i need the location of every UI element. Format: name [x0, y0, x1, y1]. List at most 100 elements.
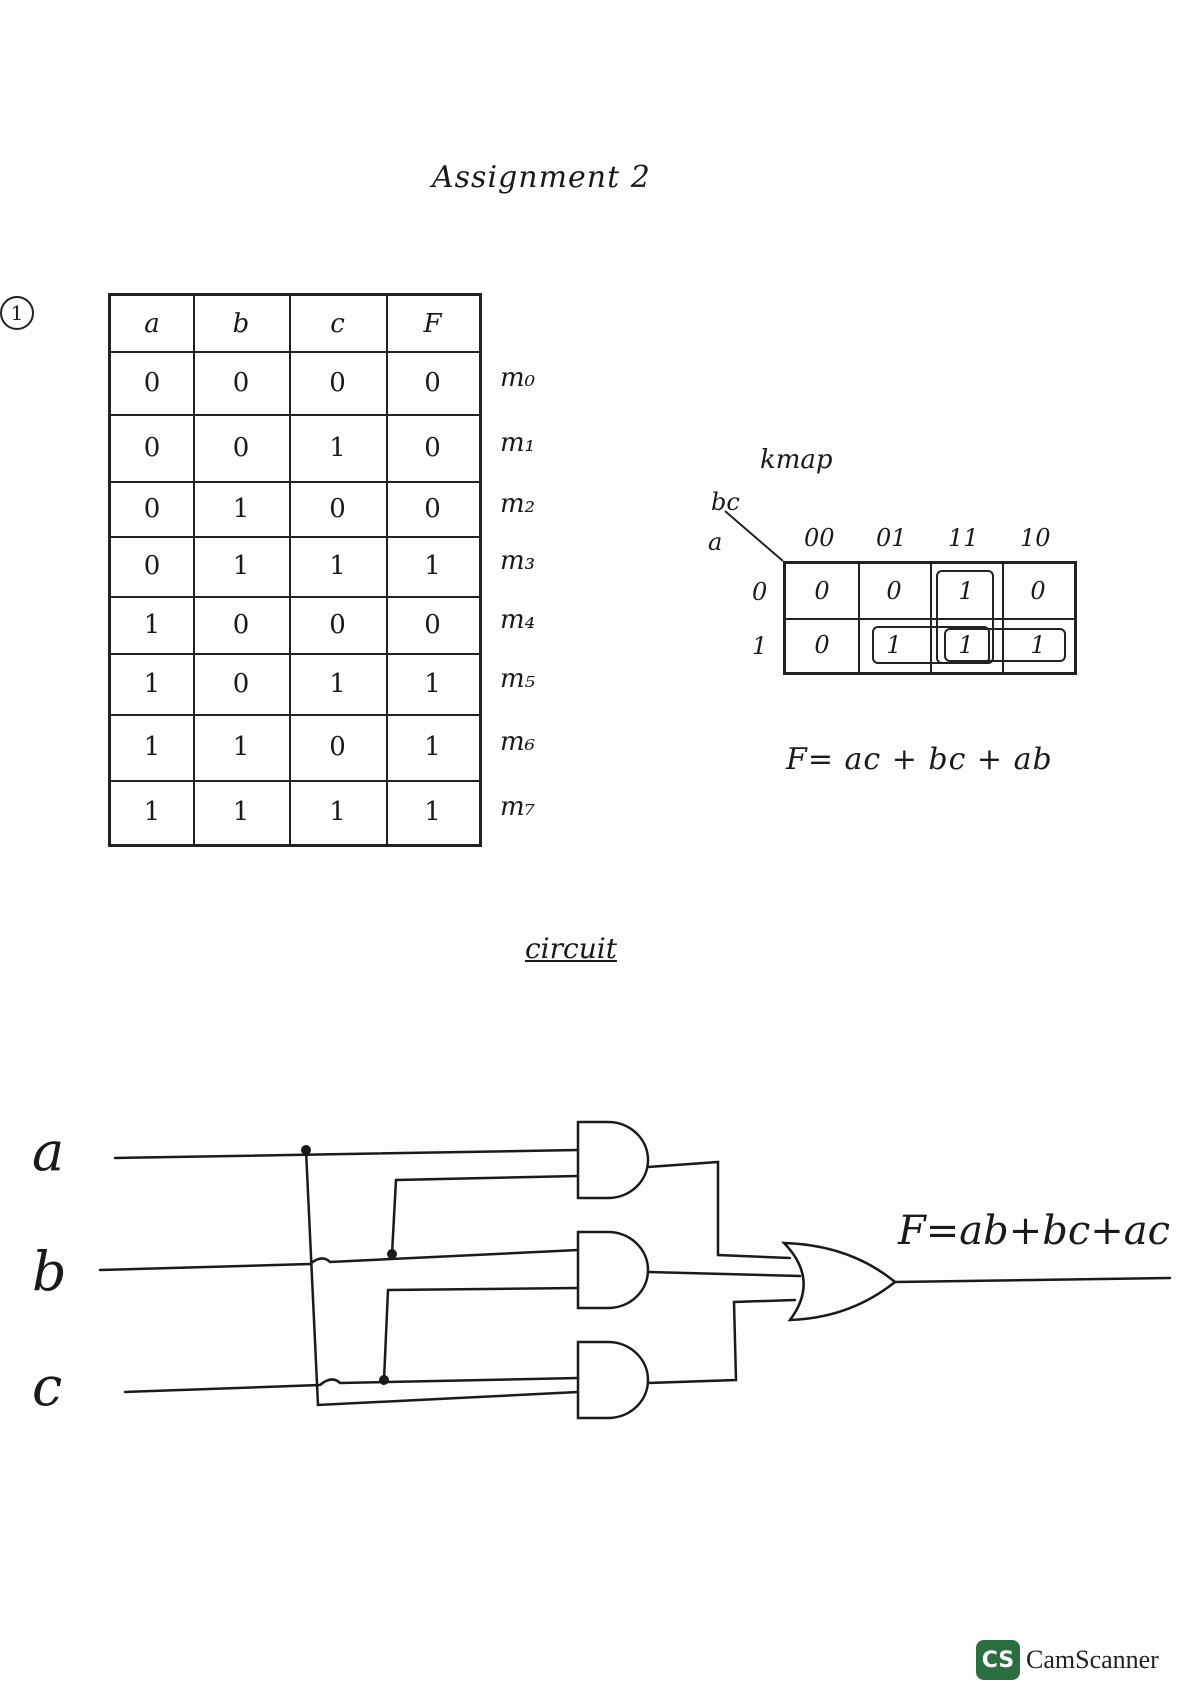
kmap-cell: 1	[958, 631, 974, 659]
table-row-divider	[111, 481, 479, 483]
camscanner-badge: CS	[976, 1640, 1020, 1680]
and1-out	[646, 1160, 792, 1260]
table-row-divider	[111, 653, 479, 655]
table-cell: 0	[143, 367, 161, 398]
table-cell: 1	[143, 668, 161, 699]
table-col-divider	[386, 296, 388, 844]
kmap-cell: 0	[814, 631, 830, 659]
branch-a	[304, 1148, 580, 1407]
kmap-row-var: a	[708, 528, 723, 556]
input-b-label: b	[32, 1240, 67, 1303]
kmap-cell: 0	[1030, 577, 1046, 605]
table-cell: 0	[329, 367, 346, 398]
and3-out	[646, 1298, 797, 1385]
and2-out	[646, 1270, 802, 1278]
table-cell: 1	[232, 797, 250, 827]
table-col-divider	[193, 296, 195, 844]
table-cell: 1	[329, 797, 346, 827]
table-cell: 1	[232, 551, 250, 581]
table-row-divider	[111, 414, 479, 416]
wire-a	[113, 1148, 580, 1160]
camscanner-logo: CS CamScanner	[976, 1640, 1159, 1680]
table-col-divider	[289, 296, 291, 844]
junction-c	[379, 1375, 389, 1385]
kmap-cell: 1	[958, 577, 974, 605]
kmap-group-loop	[944, 628, 1066, 662]
table-row-divider	[111, 714, 479, 716]
table-cell: 1	[232, 732, 250, 762]
and-gate-3	[576, 1340, 650, 1420]
table-row: 1 1 1 1	[111, 780, 479, 844]
branch-c	[382, 1286, 580, 1382]
kmap-expression: F= ac + bc + ab	[786, 742, 1053, 777]
input-a-label: a	[32, 1120, 65, 1183]
kmap-row-header: 0	[752, 578, 768, 606]
junction-b	[387, 1249, 397, 1259]
table-cell: 0	[329, 732, 346, 762]
table-header-cell: c	[330, 308, 345, 339]
table-cell: 1	[424, 551, 441, 581]
table-row-divider	[111, 780, 479, 782]
wire-b	[98, 1248, 580, 1272]
table-cell: 1	[329, 668, 346, 699]
table-cell: 0	[232, 367, 250, 398]
table-cell: 1	[143, 732, 161, 762]
kmap-title: kmap	[760, 445, 833, 475]
table-cell: 1	[424, 797, 441, 827]
minterm-label: m₇	[500, 792, 536, 822]
kmap-row-divider	[786, 618, 1074, 620]
wire-c	[123, 1376, 580, 1394]
table-cell: 0	[232, 432, 250, 463]
minterm-label: m₃	[500, 546, 536, 576]
table-cell: 0	[143, 432, 161, 463]
table-row: 1 1 0 1	[111, 714, 479, 780]
circuit-output-expression: F=ab+bc+ac	[898, 1208, 1171, 1254]
table-row-divider	[111, 351, 479, 353]
table-cell: 1	[143, 797, 161, 827]
table-header-cell: a	[144, 308, 160, 339]
circuit-title: circuit	[525, 932, 617, 965]
table-cell: 1	[424, 732, 441, 762]
junction-a	[301, 1145, 311, 1155]
table-cell: 1	[232, 493, 250, 524]
minterm-label: m₅	[500, 664, 536, 694]
table-cell: 0	[232, 609, 250, 640]
question-number: 1	[0, 296, 34, 330]
table-cell: 0	[424, 367, 441, 398]
kmap-cell: 1	[1030, 631, 1046, 659]
and-gate-1	[576, 1120, 650, 1200]
table-header-cell: F	[423, 308, 442, 339]
table-row-divider	[111, 596, 479, 598]
output-wire	[893, 1276, 1172, 1284]
minterm-label: m₄	[500, 605, 536, 635]
or-gate	[780, 1241, 897, 1322]
table-cell: 0	[424, 609, 441, 640]
page-title: Assignment 2	[432, 160, 651, 195]
minterm-label: m₁	[500, 428, 536, 458]
table-cell: 0	[329, 493, 346, 524]
table-cell: 0	[329, 609, 346, 640]
camscanner-text: CamScanner	[1026, 1645, 1159, 1674]
minterm-label: m₂	[500, 489, 536, 519]
kmap-col-header: 00	[804, 524, 835, 552]
table-cell: 1	[329, 432, 346, 463]
input-c-label: c	[32, 1355, 63, 1418]
table-cell: 0	[232, 668, 250, 699]
table-cell: 0	[143, 493, 161, 524]
kmap-row-header: 1	[752, 632, 768, 660]
kmap-group-loop	[872, 626, 990, 664]
kmap-cell: 0	[886, 577, 902, 605]
minterm-label: m₆	[500, 727, 536, 757]
table-cell: 1	[329, 551, 346, 581]
kmap-col-header: 01	[876, 524, 907, 552]
table-row: 1 0 1 1	[111, 653, 479, 714]
kmap-col-header: 11	[948, 524, 979, 552]
table-cell: 1	[424, 668, 441, 699]
